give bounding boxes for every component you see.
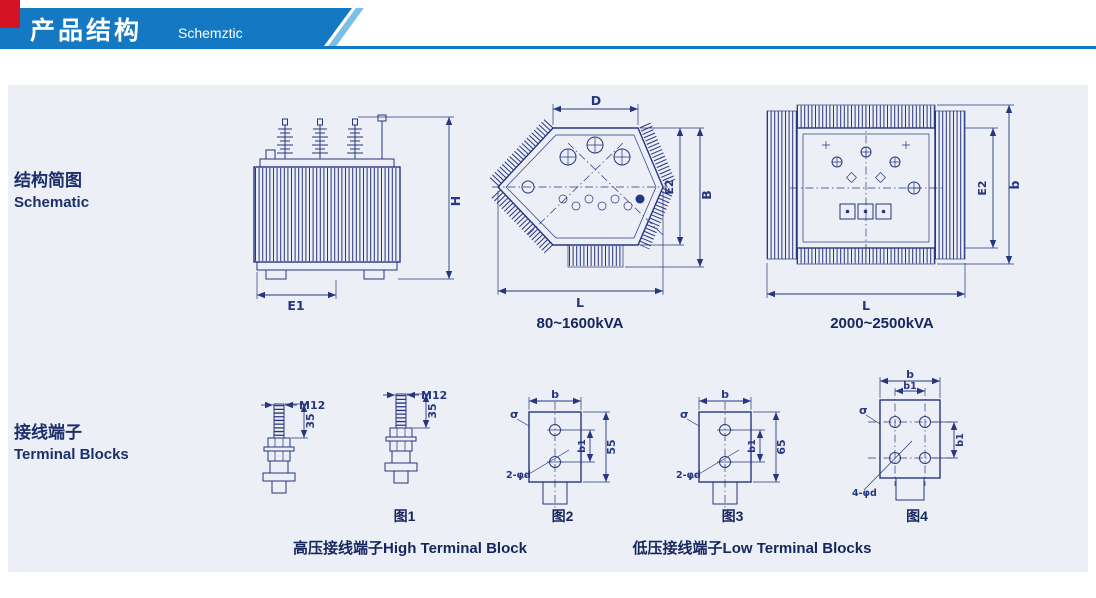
dim-label-holes: 4-φd: [852, 488, 877, 499]
dim-label-b1-top: b1: [903, 381, 916, 392]
plate-drawing: [863, 388, 952, 501]
dim-label-thickness: σ: [510, 408, 519, 421]
plate-drawing: [516, 402, 582, 512]
bolt-drawing: [263, 404, 295, 493]
section-label-schematic: 结构简图 Schematic: [14, 170, 89, 213]
dim-label-thickness: σ: [859, 404, 868, 417]
bolt2-svg: M12 35: [362, 389, 447, 488]
banner-underline: [0, 46, 1096, 49]
dim-35: 35: [407, 393, 439, 429]
dim-b: b: [937, 104, 1022, 265]
dim-height: 55: [583, 411, 618, 483]
fig4-caption: 图4: [906, 508, 928, 524]
dim-label-holes: 2-φd: [506, 470, 531, 481]
dim-label-b: b: [906, 368, 914, 381]
dim-label-b: b: [721, 388, 729, 401]
dim-label-D: D: [591, 93, 601, 108]
hex-view-svg: D E2 B L: [489, 93, 714, 310]
dim-D: D: [552, 93, 639, 125]
transformer-rect-drawing: [766, 104, 966, 265]
dim-label-thickness: σ: [680, 408, 689, 421]
red-accent-square: [0, 0, 20, 28]
schematic-label-zh: 结构简图: [14, 171, 82, 190]
plate2-svg: b b1 55 2-φd σ: [506, 388, 618, 512]
dim-35: 35: [285, 403, 317, 439]
dim-label-65: 65: [775, 439, 788, 454]
dim-b: b: [879, 368, 941, 398]
dim-label-B: B: [699, 190, 714, 200]
page-subtitle: Schemztic: [178, 25, 243, 41]
dim-label-M12: M12: [421, 389, 447, 402]
dim-label-b: b: [1007, 180, 1022, 189]
plate4-svg: b b1 b1 4-φd σ: [852, 368, 966, 501]
bolt-drawing: [385, 394, 417, 483]
dim-H: H: [358, 116, 463, 280]
plate-drawing: [686, 402, 752, 512]
dim-M12: M12: [383, 389, 447, 402]
dim-label-b1: b1: [577, 439, 588, 452]
fig2-caption: 图2: [551, 508, 574, 524]
dim-E2: E2: [640, 127, 704, 246]
dim-label-b1: b1: [747, 439, 758, 452]
dim-b1-side: b1: [932, 421, 966, 459]
rect-view-svg: E2 b L: [766, 104, 1022, 313]
plate3-svg: b b1 65 2-φd σ: [676, 388, 788, 512]
fig1-caption: 图1: [393, 508, 416, 524]
dim-label-b1-side: b1: [955, 433, 966, 446]
schematic-label-en: Schematic: [14, 193, 90, 211]
page-title: 产品结构: [30, 17, 143, 45]
dim-B: B: [625, 128, 714, 268]
dim-L: L: [497, 191, 664, 310]
dim-label-55: 55: [605, 439, 618, 454]
dim-label-M12: M12: [299, 399, 325, 412]
dim-b1-top: b1: [895, 381, 925, 395]
dim-label-L: L: [576, 295, 584, 310]
dim-b1: b1: [731, 429, 765, 463]
transformer-side-drawing: [253, 114, 401, 280]
bolt1-svg: M12 35: [240, 399, 325, 498]
dim-E1: E1: [256, 272, 337, 313]
fig3-caption: 图3: [721, 508, 744, 524]
dim-E2: E2: [965, 127, 998, 249]
terminal-label-zh: 接线端子: [14, 423, 82, 442]
dim-b: b: [528, 388, 582, 410]
high-terminal-caption: 高压接线端子High Terminal Block: [293, 540, 527, 557]
side-view-svg: H E1: [253, 114, 463, 313]
dim-label-E1: E1: [287, 298, 304, 313]
dim-height: 65: [753, 411, 788, 483]
dim-label-35: 35: [304, 413, 317, 428]
dim-M12: M12: [261, 399, 325, 412]
dim-label-35: 35: [426, 403, 439, 418]
dim-L: L: [766, 263, 966, 313]
dim-b1: b1: [561, 429, 595, 463]
banner-shape: [0, 8, 352, 46]
dim-label-E2: E2: [663, 179, 676, 194]
content-panel: [8, 85, 1088, 572]
rect-view-caption: 2000~2500kVA: [830, 315, 934, 332]
dim-label-b: b: [551, 388, 559, 401]
section-label-terminal: 接线端子 Terminal Blocks: [14, 422, 129, 465]
dim-label-E2: E2: [976, 180, 989, 195]
dim-b: b: [698, 388, 752, 410]
hex-view-caption: 80~1600kVA: [536, 315, 624, 332]
dim-label-L: L: [862, 298, 870, 313]
dim-label-H: H: [448, 196, 463, 206]
transformer-hex-drawing: [489, 118, 676, 268]
low-terminal-caption: 低压接线端子Low Terminal Blocks: [632, 540, 872, 557]
dim-label-holes: 2-φd: [676, 470, 701, 481]
terminal-label-en: Terminal Blocks: [14, 445, 129, 463]
